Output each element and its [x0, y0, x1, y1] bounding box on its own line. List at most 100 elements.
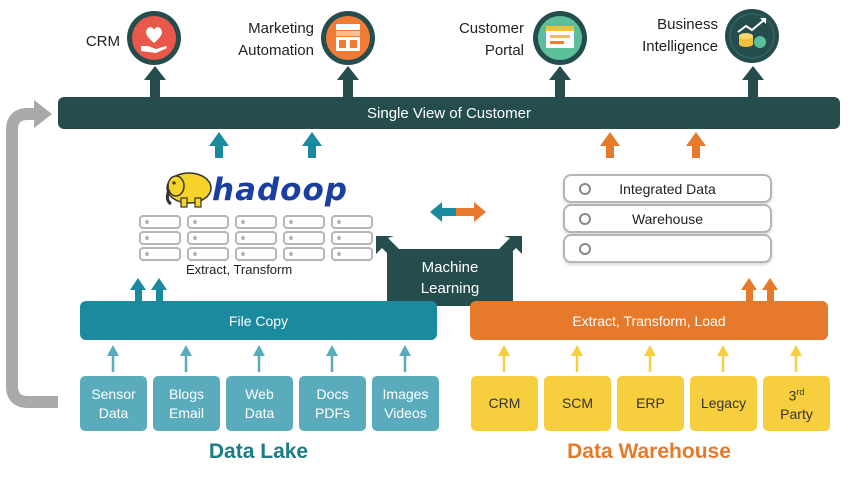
ml-label-1: Machine [421, 258, 479, 276]
heart-hand-icon [127, 11, 181, 65]
data-lake-title: Data Lake [208, 440, 309, 463]
server-unit [331, 215, 373, 229]
source-label-line1: Blogs [168, 385, 205, 402]
warehouse-source-box: CRM [471, 376, 538, 431]
server-led [193, 236, 197, 240]
server-led [337, 220, 341, 224]
app-bi-label-1: Business [657, 16, 718, 33]
source-arrow-head [326, 345, 338, 356]
source-arrow-head [717, 345, 729, 356]
etl-label: Extract, Transform, Load [572, 312, 726, 329]
source-arrow-head [180, 345, 192, 356]
server-unit [139, 231, 181, 245]
machine-learning-box: Machine Learning [387, 249, 513, 306]
source-label: Legacy [701, 394, 746, 413]
server-led [241, 236, 245, 240]
source-label-line1: SCM [561, 395, 594, 411]
integrated-tray-3 [563, 234, 772, 263]
bidirectional-arrow [430, 202, 486, 222]
source-arrow-head [571, 345, 583, 356]
etl-bar: Extract, Transform, Load [470, 301, 828, 340]
ml-label-2: Learning [420, 279, 480, 297]
tray-dot-icon [579, 212, 591, 225]
single-view-label: Single View of Customer [367, 104, 531, 122]
integrated-label-2: Warehouse [631, 210, 704, 227]
source-arrow-head [790, 345, 802, 356]
server-unit [139, 247, 181, 261]
file-copy-bar: File Copy [80, 301, 437, 340]
source-label-line1: Legacy [700, 395, 747, 411]
hadoop-caption: Extract, Transform [186, 262, 293, 277]
server-led [241, 252, 245, 256]
server-led [337, 252, 341, 256]
source-label-line2: Videos [384, 404, 427, 421]
source-label-line1: Web [245, 385, 274, 402]
chart-coins-icon [725, 9, 779, 63]
source-label-line1: Docs [316, 385, 349, 402]
server-unit [187, 231, 229, 245]
app-marketing-label-1: Marketing [248, 20, 314, 37]
server-led [289, 236, 293, 240]
warehouse-source-box: ERP [617, 376, 684, 431]
file-copy-label: File Copy [228, 312, 289, 329]
server-led [289, 220, 293, 224]
source-arrow-head [253, 345, 265, 356]
integrated-label-1: Integrated Data [619, 180, 716, 197]
tray-dot-icon [579, 242, 591, 255]
warehouse-source-box: SCM [544, 376, 611, 431]
server-led [289, 252, 293, 256]
hadoop-wordmark: hadoop [212, 172, 348, 208]
server-unit [187, 247, 229, 261]
source-label-line2: Data [244, 404, 275, 421]
app-bi-label-2: Intelligence [642, 38, 718, 55]
server-led [241, 220, 245, 224]
single-view-bar: Single View of Customer [58, 97, 840, 129]
source-label-line1: Images [382, 385, 429, 402]
server-unit [331, 231, 373, 245]
source-arrow-head [498, 345, 510, 356]
server-unit [331, 247, 373, 261]
browser-window-icon [533, 11, 587, 65]
source-label: SCM [562, 394, 593, 413]
app-portal-label-2: Portal [484, 42, 524, 59]
server-unit [187, 215, 229, 229]
source-label-line2: Party [780, 406, 813, 423]
server-led [337, 236, 341, 240]
server-unit [283, 231, 325, 245]
server-unit [235, 247, 277, 261]
warehouse-source-box: Legacy [690, 376, 757, 431]
tray-dot-icon [579, 182, 591, 195]
app-portal-label-1: Customer [458, 20, 524, 37]
app-crm-label: CRM [85, 33, 120, 50]
server-unit [139, 215, 181, 229]
elephant-icon [165, 172, 212, 208]
server-led [193, 220, 197, 224]
source-label-line1: CRM [488, 395, 521, 411]
source-label: ERP [636, 394, 665, 413]
server-led [193, 252, 197, 256]
server-unit [235, 215, 277, 229]
source-label-line1: 3rd [788, 386, 805, 404]
storefront-icon [321, 11, 375, 65]
server-unit [235, 231, 277, 245]
app-marketing-label-2: Automation [238, 42, 314, 59]
source-label: CRM [489, 394, 521, 413]
source-label-line1: ERP [636, 395, 665, 411]
integrated-tray-1: Integrated Data [563, 174, 772, 203]
source-label-line2: Email [168, 404, 204, 421]
